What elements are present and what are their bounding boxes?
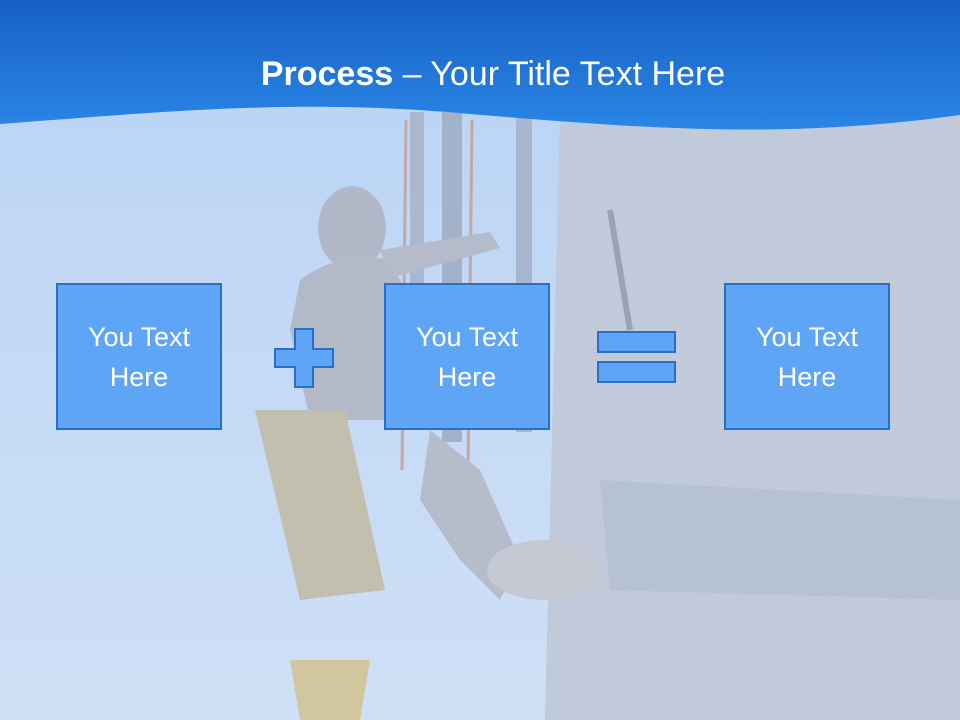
- title-rest-text: – Your Title Text Here: [393, 55, 726, 93]
- process-box-result[interactable]: You Text Here: [724, 283, 890, 430]
- process-box-1[interactable]: You Text Here: [56, 283, 222, 430]
- process-box-2[interactable]: You Text Here: [384, 283, 550, 430]
- title-band: [0, 0, 960, 130]
- title-bold-text: Process: [260, 55, 394, 93]
- equals-icon: [597, 331, 676, 383]
- slide-title: Process – Your Title Text Here: [0, 50, 960, 98]
- plus-icon: [274, 328, 334, 388]
